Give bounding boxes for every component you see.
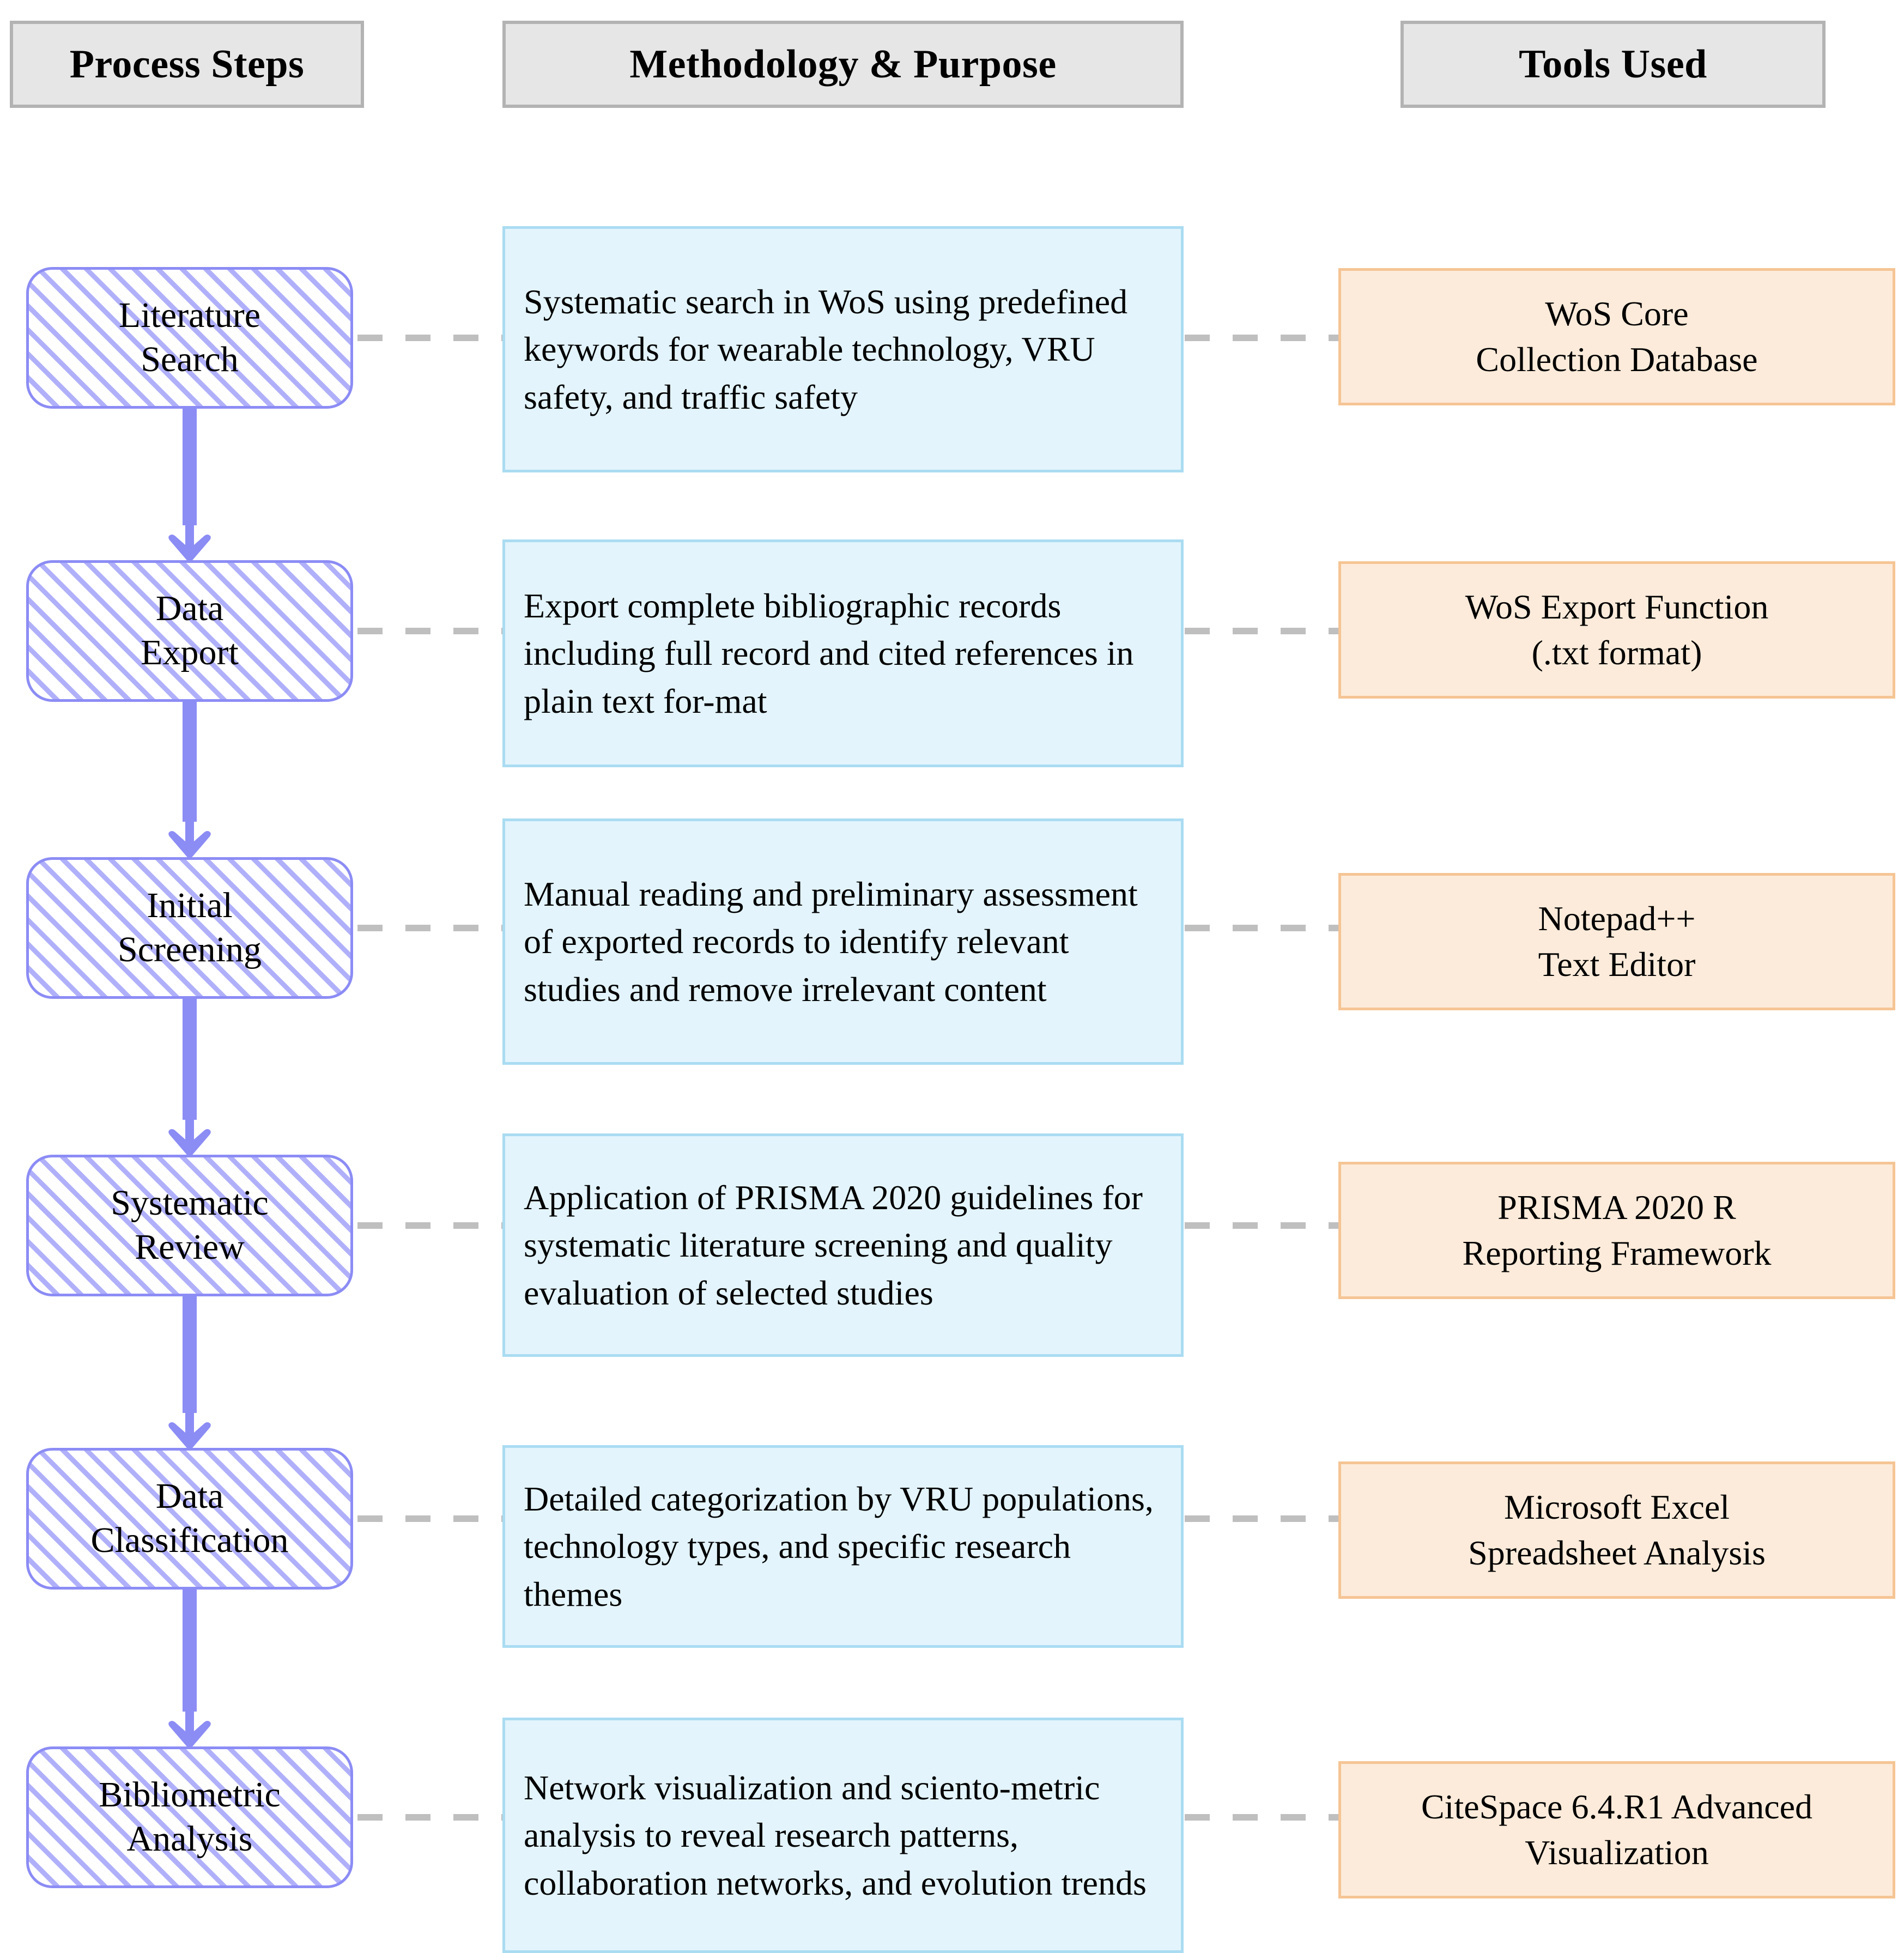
connector-methodology-to-tool: [1185, 1814, 1342, 1821]
methodology-text: Application of PRISMA 2020 guidelines fo…: [524, 1178, 1143, 1312]
methodology-box-bibliometric-analysis: Network visualization and sciento-metric…: [502, 1718, 1184, 1953]
tool-label: Notepad++ Text Editor: [1538, 899, 1696, 984]
flow-arrow-3: [168, 999, 211, 1158]
tool-box-prisma-2020-r: PRISMA 2020 R Reporting Framework: [1338, 1162, 1895, 1299]
tool-box-wos-export-function: WoS Export Function (.txt format): [1338, 561, 1895, 699]
connector-step-to-methodology: [357, 925, 506, 931]
connector-methodology-to-tool: [1185, 1222, 1342, 1229]
methodology-text: Network visualization and sciento-metric…: [524, 1768, 1147, 1902]
process-step-label: Systematic Review: [111, 1183, 269, 1267]
connector-step-to-methodology: [357, 1814, 506, 1821]
connector-methodology-to-tool: [1185, 1515, 1342, 1522]
tool-label: Microsoft Excel Spreadsheet Analysis: [1468, 1487, 1766, 1572]
connector-step-to-methodology: [357, 335, 506, 341]
tool-label: WoS Export Function (.txt format): [1465, 587, 1769, 672]
connector-step-to-methodology: [357, 1515, 506, 1522]
tool-label: CiteSpace 6.4.R1 Advanced Visualization: [1421, 1787, 1813, 1872]
column-header-label: Tools Used: [1519, 41, 1707, 87]
connector-step-to-methodology: [357, 1222, 506, 1229]
process-step-box-data-classification[interactable]: Data Classification: [26, 1448, 353, 1590]
tool-label: WoS Core Collection Database: [1476, 294, 1758, 379]
column-header-process-steps: Process Steps: [10, 21, 364, 108]
tool-box-citespace: CiteSpace 6.4.R1 Advanced Visualization: [1338, 1761, 1895, 1899]
methodology-box-initial-screening: Manual reading and preliminary assessmen…: [502, 818, 1184, 1065]
flow-arrow-2: [168, 702, 211, 860]
process-step-label: Literature Search: [118, 295, 261, 379]
column-header-tools-used: Tools Used: [1400, 21, 1826, 108]
column-header-methodology-purpose: Methodology & Purpose: [502, 21, 1184, 108]
flow-arrow-1: [168, 409, 211, 563]
connector-methodology-to-tool: [1185, 925, 1342, 931]
methodology-box-data-classification: Detailed categorization by VRU populatio…: [502, 1445, 1184, 1648]
tool-label: PRISMA 2020 R Reporting Framework: [1462, 1187, 1772, 1272]
methodology-text: Systematic search in WoS using predefine…: [524, 282, 1128, 416]
process-step-box-data-export[interactable]: Data Export: [26, 560, 353, 702]
methodology-box-systematic-review: Application of PRISMA 2020 guidelines fo…: [502, 1133, 1184, 1357]
methodology-text: Detailed categorization by VRU populatio…: [524, 1479, 1154, 1614]
methodology-box-literature-search: Systematic search in WoS using predefine…: [502, 226, 1184, 472]
flow-arrow-5: [168, 1590, 211, 1750]
process-step-box-systematic-review[interactable]: Systematic Review: [26, 1155, 353, 1296]
process-step-box-literature-search[interactable]: Literature Search: [26, 267, 353, 409]
flow-arrow-4: [168, 1296, 211, 1451]
methodology-text: Export complete bibliographic records in…: [524, 586, 1134, 720]
tool-box-microsoft-excel: Microsoft Excel Spreadsheet Analysis: [1338, 1461, 1895, 1599]
methodology-text: Manual reading and preliminary assessmen…: [524, 875, 1138, 1009]
column-header-label: Process Steps: [69, 41, 305, 87]
process-step-label: Bibliometric Analysis: [99, 1775, 281, 1859]
process-step-label: Initial Screening: [118, 885, 262, 969]
connector-methodology-to-tool: [1185, 335, 1342, 341]
process-step-label: Data Export: [141, 589, 239, 672]
process-step-box-bibliometric-analysis[interactable]: Bibliometric Analysis: [26, 1746, 353, 1888]
tool-box-wos-core-collection: WoS Core Collection Database: [1338, 268, 1895, 405]
connector-step-to-methodology: [357, 628, 506, 634]
tool-box-notepad-plus-plus: Notepad++ Text Editor: [1338, 873, 1895, 1010]
methodology-box-data-export: Export complete bibliographic records in…: [502, 539, 1184, 767]
connector-methodology-to-tool: [1185, 628, 1342, 634]
process-step-label: Data Classification: [90, 1476, 289, 1560]
process-step-box-initial-screening[interactable]: Initial Screening: [26, 857, 353, 999]
column-header-label: Methodology & Purpose: [629, 41, 1057, 87]
